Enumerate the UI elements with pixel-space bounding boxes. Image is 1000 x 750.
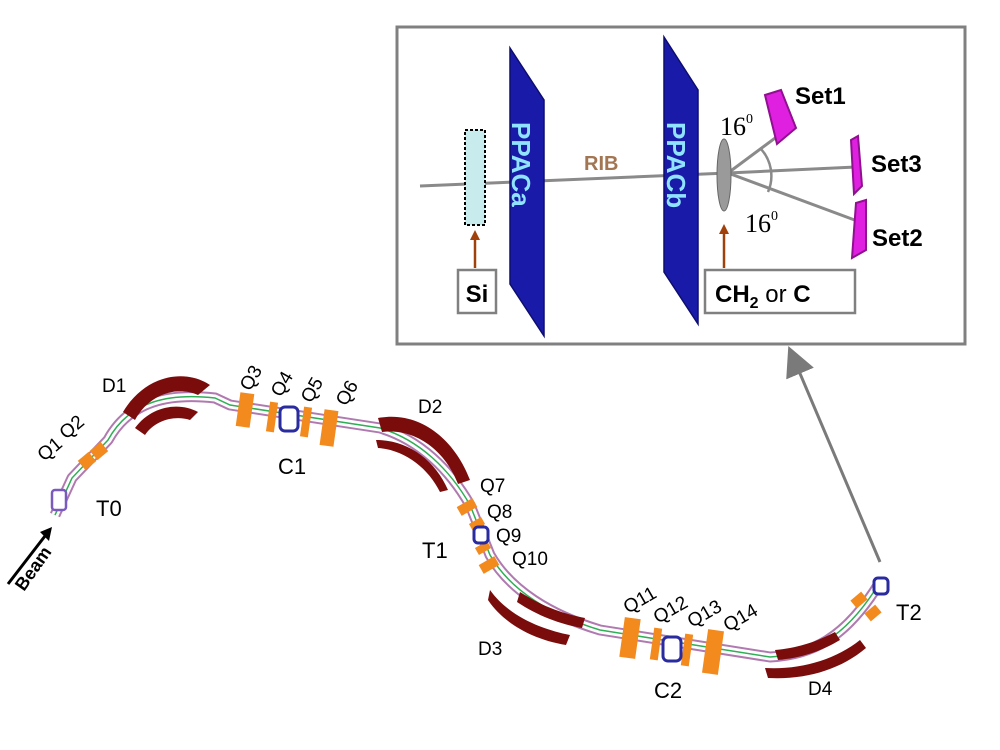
label-t2: T2 — [896, 600, 922, 625]
angle-upper-unit: 0 — [746, 112, 753, 127]
set2-label: Set2 — [872, 225, 923, 252]
angle-lower-unit: 0 — [771, 209, 778, 224]
target-label-c: C — [793, 281, 810, 308]
si-label-box — [456, 268, 498, 315]
quad-q6 — [319, 409, 339, 447]
quad-q8 — [468, 517, 486, 531]
label-d1: D1 — [102, 376, 126, 397]
trajectory-set3 — [727, 165, 857, 175]
angle-upper-label: 160 — [720, 112, 753, 141]
label-q5: Q5 — [297, 374, 328, 406]
set3-detector — [849, 134, 864, 197]
ppac-a-label: PPACa — [506, 122, 536, 207]
label-q9: Q9 — [496, 526, 521, 547]
label-d4: D4 — [808, 679, 833, 700]
quad-q3 — [235, 392, 255, 428]
quad-q14 — [702, 629, 724, 675]
dipole-d3 — [488, 590, 570, 645]
quad-q4 — [265, 401, 279, 433]
chamber-t1 — [472, 525, 490, 545]
si-detector — [464, 129, 486, 226]
quad-q1 — [77, 451, 97, 471]
target-label-ch: CH — [715, 281, 750, 308]
beam-label: Beam — [11, 543, 56, 595]
ppac-b-label: PPACb — [661, 122, 691, 208]
si-label: Si — [466, 281, 489, 308]
quad-q7 — [456, 498, 478, 516]
quad-q11 — [619, 617, 641, 659]
chamber-t2 — [872, 576, 890, 596]
chamber-c2 — [661, 635, 683, 663]
angle-lower-label: 160 — [745, 209, 778, 238]
label-q3: Q3 — [236, 362, 267, 394]
label-q13: Q13 — [684, 596, 726, 632]
set3-label: Set3 — [871, 151, 922, 178]
label-t1: T1 — [422, 538, 448, 563]
dipole-d2-inner — [376, 440, 448, 492]
quad-q10 — [478, 556, 500, 574]
set1-label: Set1 — [795, 83, 846, 110]
label-d3: D3 — [478, 639, 502, 660]
label-q10: Q10 — [512, 549, 548, 570]
ppac-b — [663, 34, 699, 327]
target-label-box — [703, 268, 857, 315]
quad-q2 — [89, 441, 109, 461]
angle-lower-value: 16 — [745, 209, 771, 238]
dipole-d4-inner — [775, 632, 840, 660]
quad-q12 — [649, 627, 663, 661]
dipole-d1 — [123, 376, 210, 420]
beamline — [50, 376, 890, 679]
target-label-or: or — [759, 281, 794, 308]
chamber-t0 — [50, 488, 68, 512]
quad-q9 — [474, 541, 492, 555]
label-q1: Q1 — [34, 433, 67, 465]
si-pointer-head — [470, 230, 480, 240]
dipole-d4 — [765, 640, 866, 679]
label-q7: Q7 — [480, 476, 505, 497]
inset-panel: Si PPACa RIB PPACb CH2 or C 160 160 Set1… — [395, 25, 967, 346]
target-pointer-head — [719, 224, 729, 234]
quad-t2-b — [864, 604, 882, 622]
beam-arrow-line — [6, 535, 47, 585]
dipole-d3-inner — [517, 592, 585, 628]
target-foil — [716, 138, 732, 212]
beam-arrow-head — [40, 527, 52, 541]
ppac-a — [509, 45, 545, 339]
label-q2: Q2 — [56, 411, 89, 443]
set2-detector — [850, 198, 867, 260]
label-q6: Q6 — [332, 377, 363, 409]
label-q14: Q14 — [720, 600, 762, 636]
rib-label: RIB — [584, 153, 618, 175]
target-label-sub: 2 — [750, 295, 759, 312]
chamber-c1 — [278, 405, 300, 433]
label-c1: C1 — [278, 454, 306, 479]
label-t0: T0 — [96, 496, 122, 521]
target-label: CH2 or C — [715, 281, 811, 312]
quad-t2-a — [850, 591, 868, 609]
label-q8: Q8 — [487, 502, 512, 523]
dipole-d1-inner — [135, 406, 198, 435]
quad-q13 — [680, 633, 694, 667]
label-q4: Q4 — [267, 368, 298, 401]
trajectory-set2 — [727, 171, 861, 224]
label-d2: D2 — [418, 397, 442, 418]
dipole-d2 — [378, 416, 470, 484]
label-c2: C2 — [654, 678, 682, 703]
quad-q5 — [299, 406, 313, 438]
angle-arc — [759, 147, 773, 193]
set1-detector — [763, 88, 798, 146]
angle-upper-value: 16 — [720, 112, 746, 141]
inset-connector-arrow — [786, 345, 882, 563]
